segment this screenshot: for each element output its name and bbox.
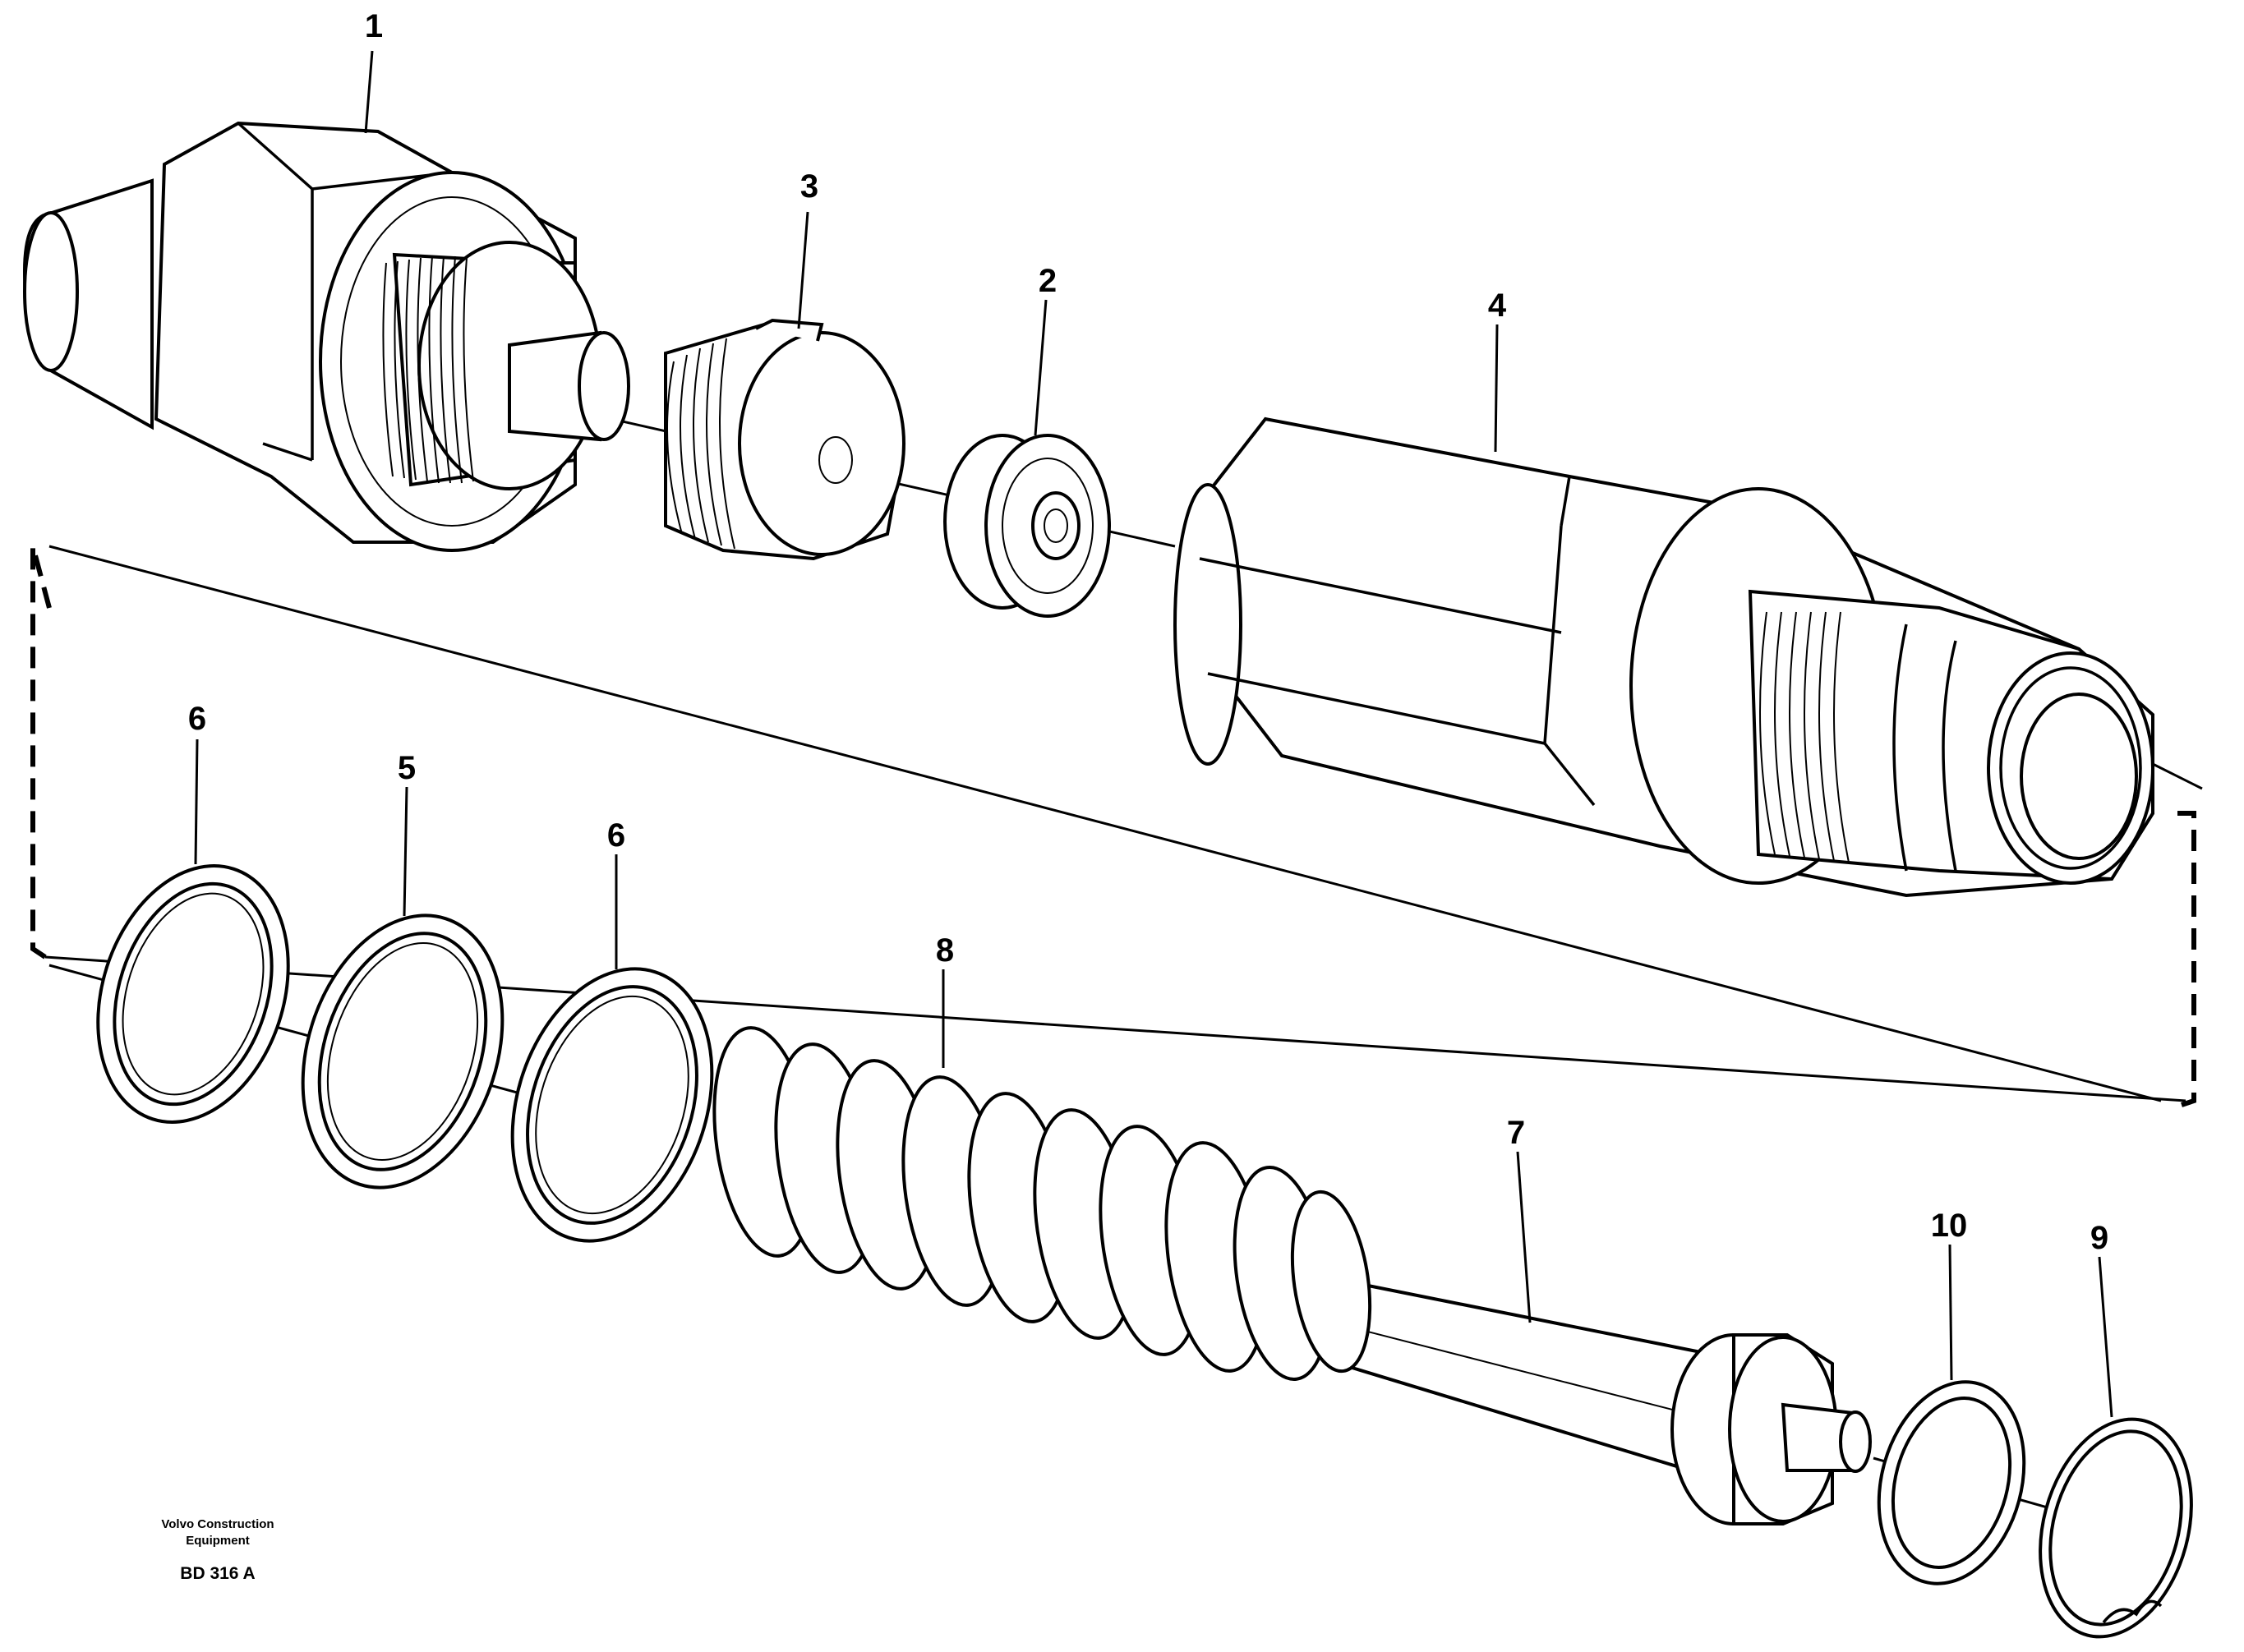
callout-3: 3 <box>800 168 818 205</box>
callout-6-right: 6 <box>607 817 625 854</box>
callout-6-left: 6 <box>188 701 206 737</box>
part-3-threaded-insert <box>664 318 906 561</box>
drawing-footer: Volvo Construction Equipment BD 316 A <box>161 1517 274 1583</box>
part-1-hex-plug <box>22 121 630 552</box>
callout-7: 7 <box>1507 1115 1525 1151</box>
part-5-backup-ring <box>301 913 505 1190</box>
part-6-seal-ring-left <box>96 864 290 1124</box>
part-6-seal-ring-right <box>510 967 714 1243</box>
company-name-line1: Volvo Construction <box>161 1517 274 1531</box>
part-1-threads <box>382 255 474 484</box>
part-4-threads <box>1759 611 1850 863</box>
callout-8: 8 <box>936 932 954 969</box>
callout-10: 10 <box>1931 1208 1968 1244</box>
part-8-spring <box>712 1026 1372 1381</box>
callout-9: 9 <box>2090 1220 2108 1256</box>
part-4-hex-body <box>1173 416 2154 898</box>
company-name-line2: Equipment <box>186 1534 250 1548</box>
callout-labels: 1 2 3 4 5 6 6 7 8 9 10 <box>188 8 2108 1256</box>
part-10-small-ring <box>1877 1380 2026 1585</box>
part-2-bushing <box>943 434 1111 618</box>
part-3-threads <box>666 338 735 550</box>
callout-2: 2 <box>1039 263 1057 299</box>
drawing-code: BD 316 A <box>180 1564 255 1583</box>
callout-5: 5 <box>398 750 416 786</box>
callout-1: 1 <box>365 8 383 44</box>
callout-4: 4 <box>1488 288 1507 324</box>
leader-lines <box>194 50 2113 1418</box>
part-9-retaining-ring <box>2039 1417 2193 1639</box>
